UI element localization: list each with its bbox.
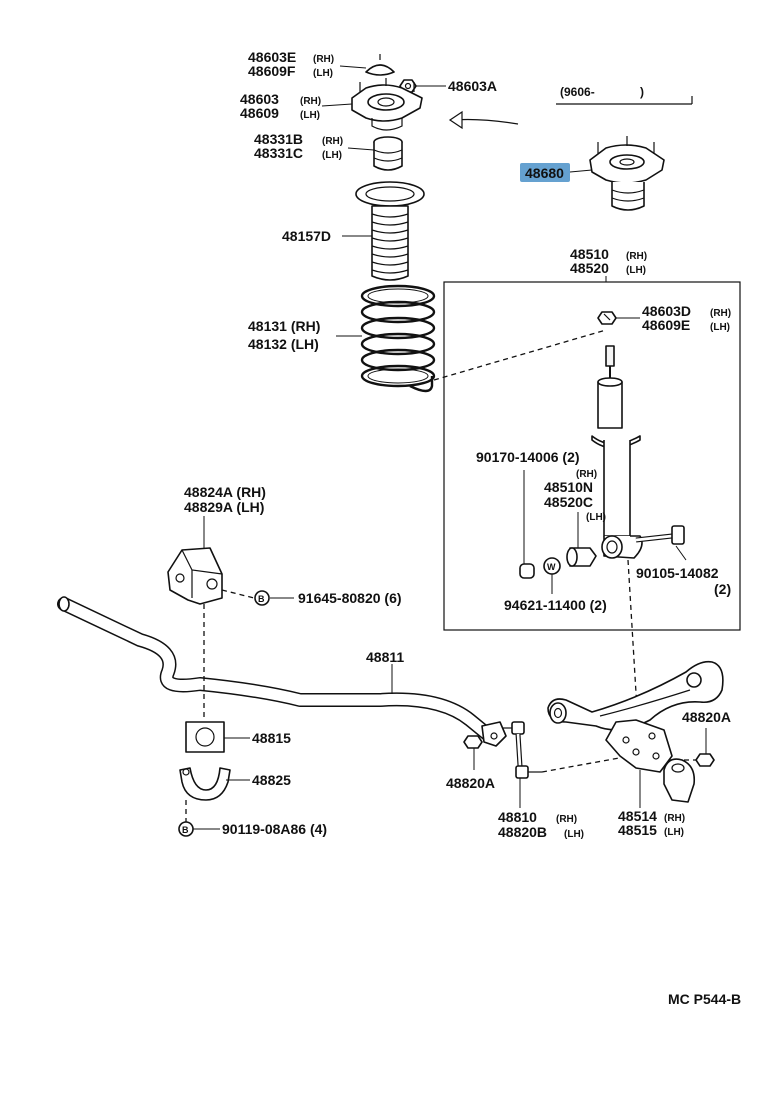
link-nut-left-part[interactable] xyxy=(463,735,483,749)
label-48132[interactable]: 48132 (LH) xyxy=(248,336,319,352)
label-48603D[interactable]: 48603D xyxy=(642,303,691,319)
dust-boot-part[interactable] xyxy=(355,181,425,281)
shock-nut-part[interactable] xyxy=(597,311,617,325)
label-48510-side: (RH) xyxy=(626,251,647,262)
label-48810-side: (RH) xyxy=(556,814,577,825)
label-48603E-side: (RH) xyxy=(313,54,334,65)
shock-bushing-part[interactable] xyxy=(566,547,597,567)
stabilizer-bushing-part[interactable] xyxy=(185,721,225,753)
label-48609E-side: (LH) xyxy=(710,322,730,333)
label-48824A[interactable]: 48824A (RH) xyxy=(184,484,266,500)
label-48609E[interactable]: 48609E xyxy=(642,317,690,333)
label-48609F[interactable]: 48609F xyxy=(248,63,296,79)
label-48680[interactable]: 48680 xyxy=(525,165,564,181)
label-48820A-left[interactable]: 48820A xyxy=(446,775,495,791)
coil-spring-part[interactable] xyxy=(360,284,436,393)
leader-48331B xyxy=(347,147,375,151)
stabilizer-bracket-part[interactable] xyxy=(167,547,223,605)
label-90105-qty: (2) xyxy=(714,581,731,597)
label-90119[interactable]: 90119-08A86 (4) xyxy=(222,821,327,837)
label-48514[interactable]: 48514 xyxy=(618,808,657,824)
highlight-48680 xyxy=(520,163,570,182)
label-48603[interactable]: 48603 xyxy=(240,91,279,107)
label-48331B[interactable]: 48331B xyxy=(254,131,303,147)
stabilizer-bar-part[interactable] xyxy=(57,596,507,747)
diagram-code: MC P544-B xyxy=(668,991,741,1007)
strut-support-mount-part[interactable] xyxy=(351,78,423,131)
lower-nut-part[interactable] xyxy=(519,563,535,579)
label-48331C[interactable]: 48331C xyxy=(254,145,303,161)
bump-stopper-part[interactable] xyxy=(373,136,403,171)
clamp-bolt-part[interactable]: B xyxy=(178,821,194,837)
label-48603E[interactable]: 48603E xyxy=(248,49,296,65)
arm-nut-right-part[interactable] xyxy=(695,753,715,767)
label-48331C-side: (LH) xyxy=(322,150,342,161)
assembly-line-bracket-bolt xyxy=(221,589,255,599)
ball-joint-part[interactable] xyxy=(663,758,696,803)
label-48515-side: (LH) xyxy=(664,827,684,838)
svg-text:B: B xyxy=(258,594,265,604)
label-48514-side: (RH) xyxy=(664,813,685,824)
label-48829A[interactable]: 48829A (LH) xyxy=(184,499,264,515)
label-48603D-side: (RH) xyxy=(710,308,731,319)
lower-control-arm-part[interactable] xyxy=(547,660,724,731)
label-48520[interactable]: 48520 xyxy=(570,260,609,276)
leader-48603 xyxy=(321,103,353,107)
label-48609F-side: (LH) xyxy=(313,68,333,79)
leader-48603E xyxy=(339,65,367,69)
label-94621[interactable]: 94621-11400 (2) xyxy=(504,597,607,613)
label-48603A-top[interactable]: 48603A xyxy=(448,78,497,94)
shock-bolt-part[interactable] xyxy=(635,525,685,545)
label-48510N-rh: (RH) xyxy=(576,469,597,480)
label-48515[interactable]: 48515 xyxy=(618,822,657,838)
washer-part[interactable]: W xyxy=(543,557,561,575)
label-48603-side: (RH) xyxy=(300,96,321,107)
label-48520-side: (LH) xyxy=(626,265,646,276)
bracket-bolt-part[interactable]: B xyxy=(254,590,270,606)
label-90170[interactable]: 90170-14006 (2) xyxy=(476,449,580,465)
svg-text:W: W xyxy=(547,562,556,572)
label-48510N[interactable]: 48510N xyxy=(544,479,593,495)
variant-mount-part[interactable] xyxy=(589,136,665,211)
stabilizer-link-part[interactable] xyxy=(502,721,542,779)
label-48820B-side: (LH) xyxy=(564,829,584,840)
label-48820B[interactable]: 48820B xyxy=(498,824,547,840)
dust-cap-part[interactable] xyxy=(365,54,395,76)
shock-absorber-group-box xyxy=(443,281,741,631)
assembly-line-spring xyxy=(433,329,607,381)
svg-text:B: B xyxy=(182,825,189,835)
label-48331B-side: (RH) xyxy=(322,136,343,147)
label-48157D[interactable]: 48157D xyxy=(282,228,331,244)
label-48815[interactable]: 48815 xyxy=(252,730,291,746)
arrow-variant xyxy=(453,118,519,125)
assembly-line-link xyxy=(541,755,631,773)
label-48825[interactable]: 48825 xyxy=(252,772,291,788)
label-48520C[interactable]: 48520C xyxy=(544,494,593,510)
label-48811[interactable]: 48811 xyxy=(366,649,404,665)
stabilizer-clamp-part[interactable] xyxy=(179,767,231,801)
label-48520C-lh: (LH) xyxy=(586,512,606,523)
lower-arm-bracket-part[interactable] xyxy=(605,719,673,773)
leader-90105 xyxy=(675,545,687,561)
variant-date-open: (9606- xyxy=(560,85,595,99)
label-90105[interactable]: 90105-14082 xyxy=(636,565,719,581)
label-91645[interactable]: 91645-80820 (6) xyxy=(298,590,402,606)
variant-date-close: ) xyxy=(640,85,644,99)
label-48131[interactable]: 48131 (RH) xyxy=(248,318,320,334)
arrow-head xyxy=(448,110,463,130)
label-48609-side: (LH) xyxy=(300,110,320,121)
label-48810[interactable]: 48810 xyxy=(498,809,537,825)
leader-48680 xyxy=(569,169,593,173)
shock-absorber-part[interactable] xyxy=(591,345,643,559)
label-48609[interactable]: 48609 xyxy=(240,105,279,121)
label-48510[interactable]: 48510 xyxy=(570,246,609,262)
label-48820A-right[interactable]: 48820A xyxy=(682,709,731,725)
